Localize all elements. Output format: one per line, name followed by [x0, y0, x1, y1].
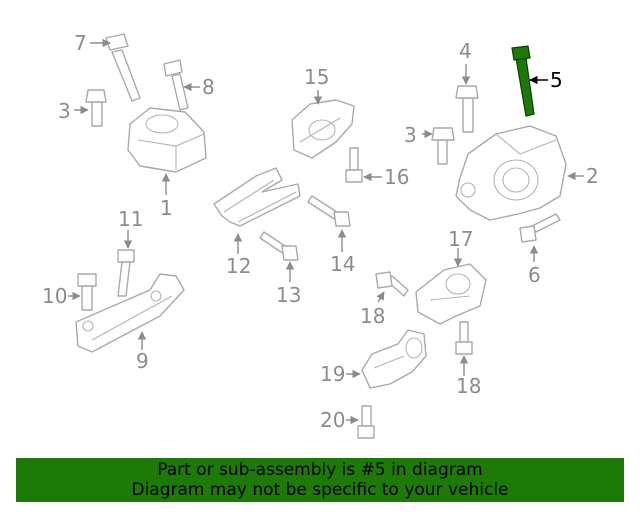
parts-diagram: 7 8 3 1 15 16 12 13 14 4 5 3 2 6 11 10 9…	[42, 31, 599, 439]
part-5-bolt-highlighted[interactable]	[511, 45, 535, 117]
callout-14: 14	[330, 252, 355, 276]
callout-11: 11	[118, 207, 143, 231]
callout-18-lower: 18	[456, 374, 481, 398]
part-19-torque-rod[interactable]	[361, 329, 427, 389]
callout-3-right: 3	[404, 123, 417, 147]
part-18-bolt-upper[interactable]	[375, 271, 409, 297]
callout-18-upper: 18	[360, 304, 385, 328]
callout-6: 6	[528, 263, 541, 287]
callout-13: 13	[276, 283, 301, 307]
part-17-bracket[interactable]	[415, 263, 487, 325]
notice-banner: Part or sub-assembly is #5 in diagram Di…	[16, 458, 624, 502]
callout-8: 8	[202, 75, 215, 99]
part-15-bracket[interactable]	[291, 99, 355, 159]
callout-10: 10	[42, 284, 67, 308]
part-12-link-arm[interactable]	[213, 167, 301, 227]
part-16-bolt[interactable]	[345, 147, 363, 183]
part-2-transmission-mount[interactable]	[455, 125, 567, 221]
callout-labels: 7 8 3 1 15 16 12 13 14 4 5 3 2 6 11 10 9…	[42, 31, 599, 432]
part-3-bolt-left[interactable]	[85, 89, 107, 127]
callout-7: 7	[74, 31, 87, 55]
callout-19: 19	[320, 362, 345, 386]
part-3-bolt-right[interactable]	[431, 127, 455, 165]
part-14-bolt[interactable]	[307, 195, 351, 227]
part-4-bolt[interactable]	[455, 85, 479, 133]
callout-3-left: 3	[58, 99, 71, 123]
notice-line-1: Part or sub-assembly is #5 in diagram	[157, 460, 483, 480]
part-9-rear-bracket[interactable]	[75, 273, 185, 353]
callout-9: 9	[136, 349, 149, 373]
part-10-bolt[interactable]	[77, 273, 97, 311]
callout-12: 12	[226, 254, 251, 278]
part-18-bolt-lower[interactable]	[455, 321, 473, 355]
callout-1: 1	[160, 196, 173, 220]
part-11-bolt[interactable]	[117, 249, 135, 297]
callout-15: 15	[304, 65, 329, 89]
part-13-bolt[interactable]	[259, 231, 299, 261]
leader-lines	[68, 38, 584, 425]
part-8-bolt[interactable]	[163, 59, 189, 111]
part-6-bolt[interactable]	[519, 213, 561, 243]
callout-17: 17	[448, 227, 473, 251]
callout-4: 4	[459, 39, 472, 63]
callout-16: 16	[384, 165, 409, 189]
notice-line-2: Diagram may not be specific to your vehi…	[131, 480, 509, 500]
callout-20: 20	[320, 408, 345, 432]
part-20-bolt[interactable]	[357, 405, 375, 439]
part-1-mount[interactable]	[127, 107, 207, 173]
callout-2: 2	[586, 164, 599, 188]
callout-5: 5	[550, 68, 563, 92]
part-7-bolt[interactable]	[105, 33, 141, 102]
